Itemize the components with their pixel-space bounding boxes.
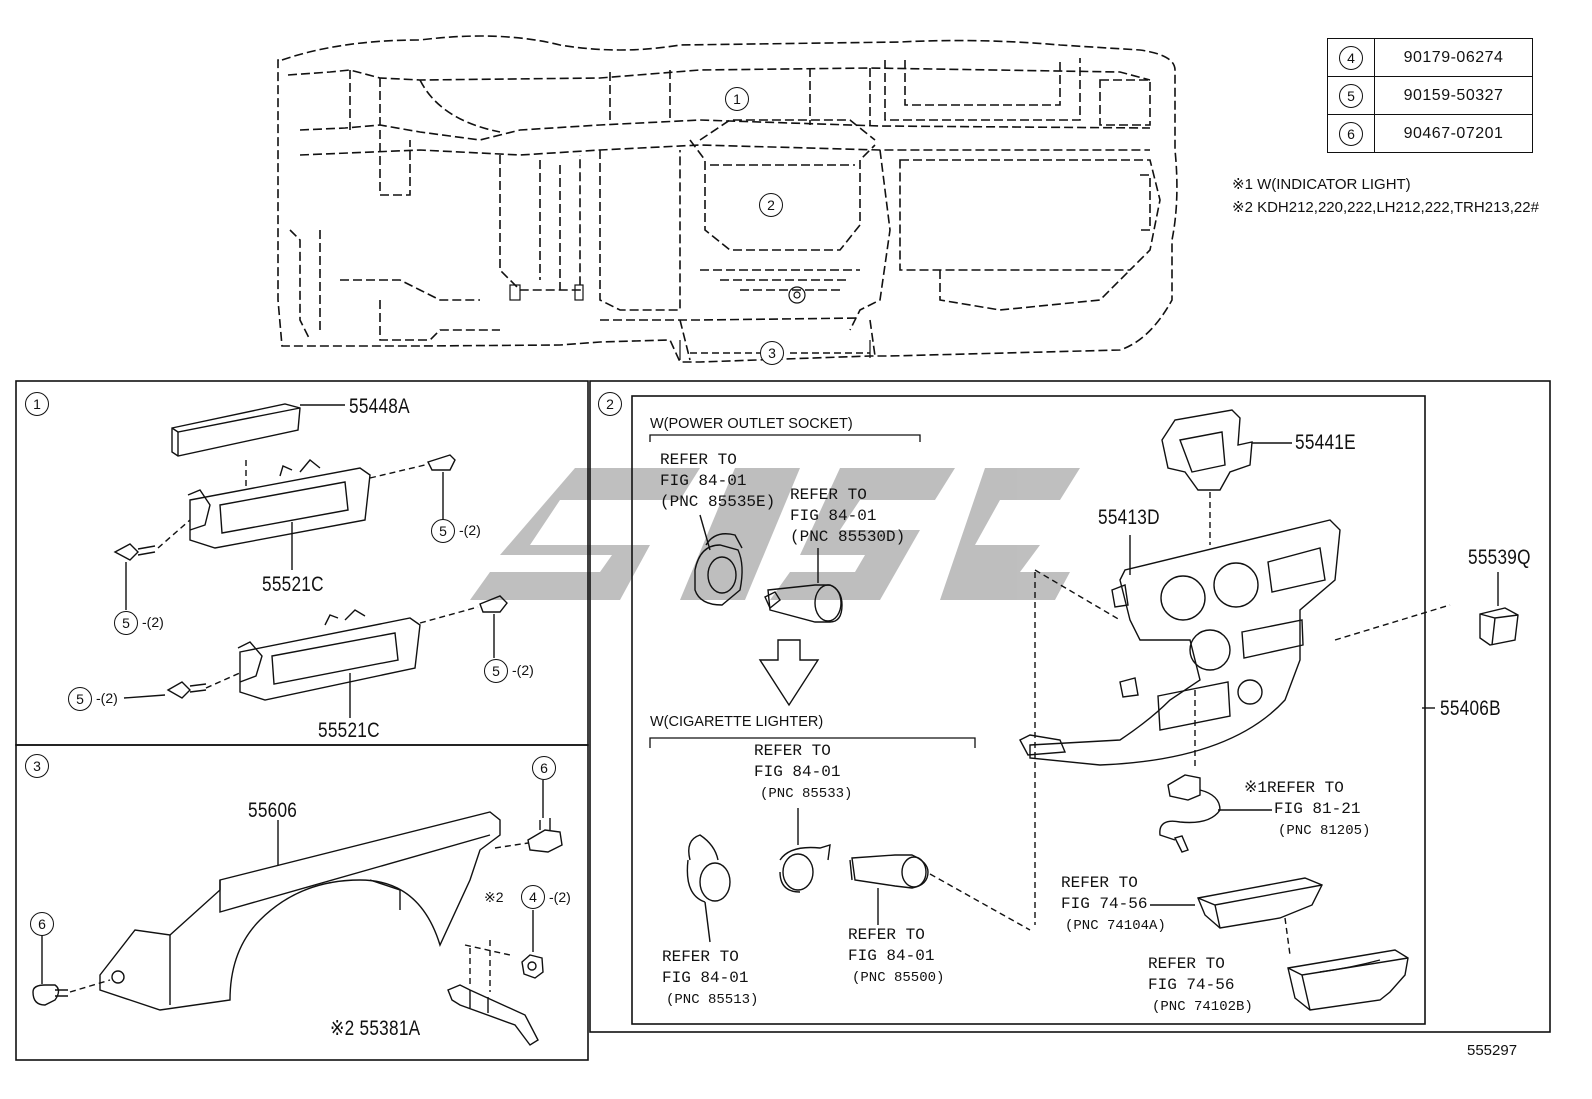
- qty-label: -(2): [96, 690, 118, 706]
- screw-callout: 5: [431, 519, 455, 543]
- refer-85530D-line1: REFER TO: [790, 486, 867, 504]
- part-55441E: 55441E: [1295, 431, 1356, 454]
- refer-85513-line2: FIG 84-01: [662, 969, 749, 987]
- part-55606: 55606: [248, 799, 298, 822]
- diagram-code: 555297: [1467, 1042, 1518, 1059]
- overview-callout-1: 1: [725, 87, 749, 111]
- overview-callout-3: 3: [760, 341, 784, 365]
- cigarette-lighter-header: W(CIGARETTE LIGHTER): [650, 714, 824, 730]
- screw-callout: 5: [114, 611, 138, 635]
- ref-circle: 6: [1339, 121, 1363, 146]
- part-55521C-lower: 55521C: [318, 719, 380, 742]
- nut-prefix: ※2: [484, 889, 504, 905]
- refer-85533-line2: FIG 84-01: [754, 763, 841, 781]
- refer-85513-line3: (PNC 85513): [666, 992, 759, 1008]
- nut-callout: 4: [521, 885, 545, 909]
- part-number: 90467-07201: [1374, 114, 1533, 153]
- panel1-label: 1: [25, 392, 49, 416]
- refer-85500-line3: (PNC 85500): [852, 970, 945, 986]
- clip-callout: 6: [30, 912, 54, 936]
- refer-85500-line1: REFER TO: [848, 926, 925, 944]
- refer-74104A-line1: REFER TO: [1061, 874, 1138, 892]
- watermark-logo: [470, 468, 1080, 600]
- part-55413D: 55413D: [1098, 506, 1160, 529]
- clip-callout: 6: [532, 756, 556, 780]
- table-row: 6 90467-07201: [1327, 114, 1533, 153]
- refer-74102B-line3: (PNC 74102B): [1152, 999, 1253, 1015]
- part-number: 90179-06274: [1374, 38, 1533, 77]
- ref-circle: 4: [1339, 45, 1363, 70]
- refer-74104A-line2: FIG 74-56: [1061, 895, 1148, 913]
- panel3-label: 3: [25, 754, 49, 778]
- refer-85500-line2: FIG 84-01: [848, 947, 935, 965]
- refer-85535E-line3: (PNC 85535E): [660, 493, 776, 511]
- refer-81205-line1: ※1REFER TO: [1244, 779, 1344, 797]
- dashboard-overview: [277, 35, 1178, 363]
- refer-81205-line3: (PNC 81205): [1278, 823, 1371, 839]
- power-outlet-header: W(POWER OUTLET SOCKET): [650, 416, 853, 432]
- table-row: 4 90179-06274: [1327, 38, 1533, 77]
- part-55448A: 55448A: [349, 395, 410, 418]
- note-2: ※2 KDH212,220,222,LH212,222,TRH213,22#: [1232, 199, 1539, 216]
- panel1-parts: [113, 403, 508, 718]
- qty-label: -(2): [459, 522, 481, 538]
- refer-85535E-line1: REFER TO: [660, 451, 737, 469]
- table-row: 5 90159-50327: [1327, 76, 1533, 115]
- ref-circle: 5: [1339, 83, 1363, 108]
- refer-74102B-line2: FIG 74-56: [1148, 976, 1235, 994]
- part-55381A: ※2 55381A: [330, 1017, 421, 1040]
- screw-callout: 5: [68, 687, 92, 711]
- qty-label: -(2): [549, 889, 571, 905]
- panel2-parts: [686, 409, 1519, 1011]
- refer-81205-line2: FIG 81-21: [1274, 800, 1361, 818]
- refer-85530D-line3: (PNC 85530D): [790, 528, 906, 546]
- panel2-label: 2: [598, 392, 622, 416]
- panel3-parts: [32, 780, 563, 1046]
- refer-85530D-line2: FIG 84-01: [790, 507, 877, 525]
- panel-frames: [15, 380, 1551, 1061]
- refer-85535E-line2: FIG 84-01: [660, 472, 747, 490]
- note-1: ※1 W(INDICATOR LIGHT): [1232, 176, 1411, 193]
- refer-74104A-line3: (PNC 74104A): [1065, 918, 1166, 934]
- qty-label: -(2): [142, 614, 164, 630]
- qty-label: -(2): [512, 662, 534, 678]
- refer-74102B-line1: REFER TO: [1148, 955, 1225, 973]
- part-55521C-upper: 55521C: [262, 573, 324, 596]
- refer-85533-line3: (PNC 85533): [760, 786, 853, 802]
- refer-85533-line1: REFER TO: [754, 742, 831, 760]
- part-number: 90159-50327: [1374, 76, 1533, 115]
- part-55539Q: 55539Q: [1468, 546, 1531, 569]
- part-codes-table: 4 90179-06274 5 90159-50327 6 90467-0720…: [1327, 38, 1533, 153]
- overview-callout-2: 2: [759, 193, 783, 217]
- refer-85513-line1: REFER TO: [662, 948, 739, 966]
- screw-callout: 5: [484, 659, 508, 683]
- part-55406B: 55406B: [1440, 697, 1501, 720]
